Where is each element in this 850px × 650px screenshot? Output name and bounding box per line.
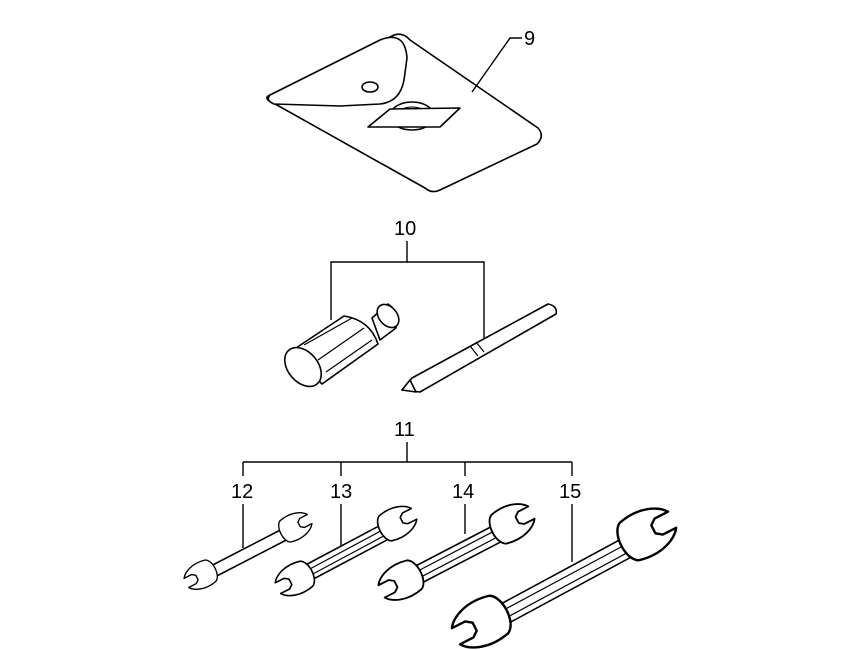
bracket-10 xyxy=(330,241,408,320)
wrench-12 xyxy=(179,506,317,596)
callout-14: 14 xyxy=(452,481,474,503)
callout-13: 13 xyxy=(330,481,352,503)
callout-10: 10 xyxy=(394,218,416,240)
wrench-15 xyxy=(444,498,684,650)
wrench-14 xyxy=(372,496,541,608)
screwdriver-shaft xyxy=(401,303,558,393)
callout-15: 15 xyxy=(559,481,581,503)
wrench-13 xyxy=(270,499,422,603)
callout-9: 9 xyxy=(524,28,535,50)
callout-11: 11 xyxy=(394,419,415,441)
screwdriver-handle xyxy=(283,303,400,388)
leader-line-9 xyxy=(471,37,522,93)
bracket-10-right xyxy=(407,261,485,340)
bag-logo xyxy=(367,101,461,131)
tool-bag xyxy=(266,33,543,193)
callout-12: 12 xyxy=(231,481,253,503)
